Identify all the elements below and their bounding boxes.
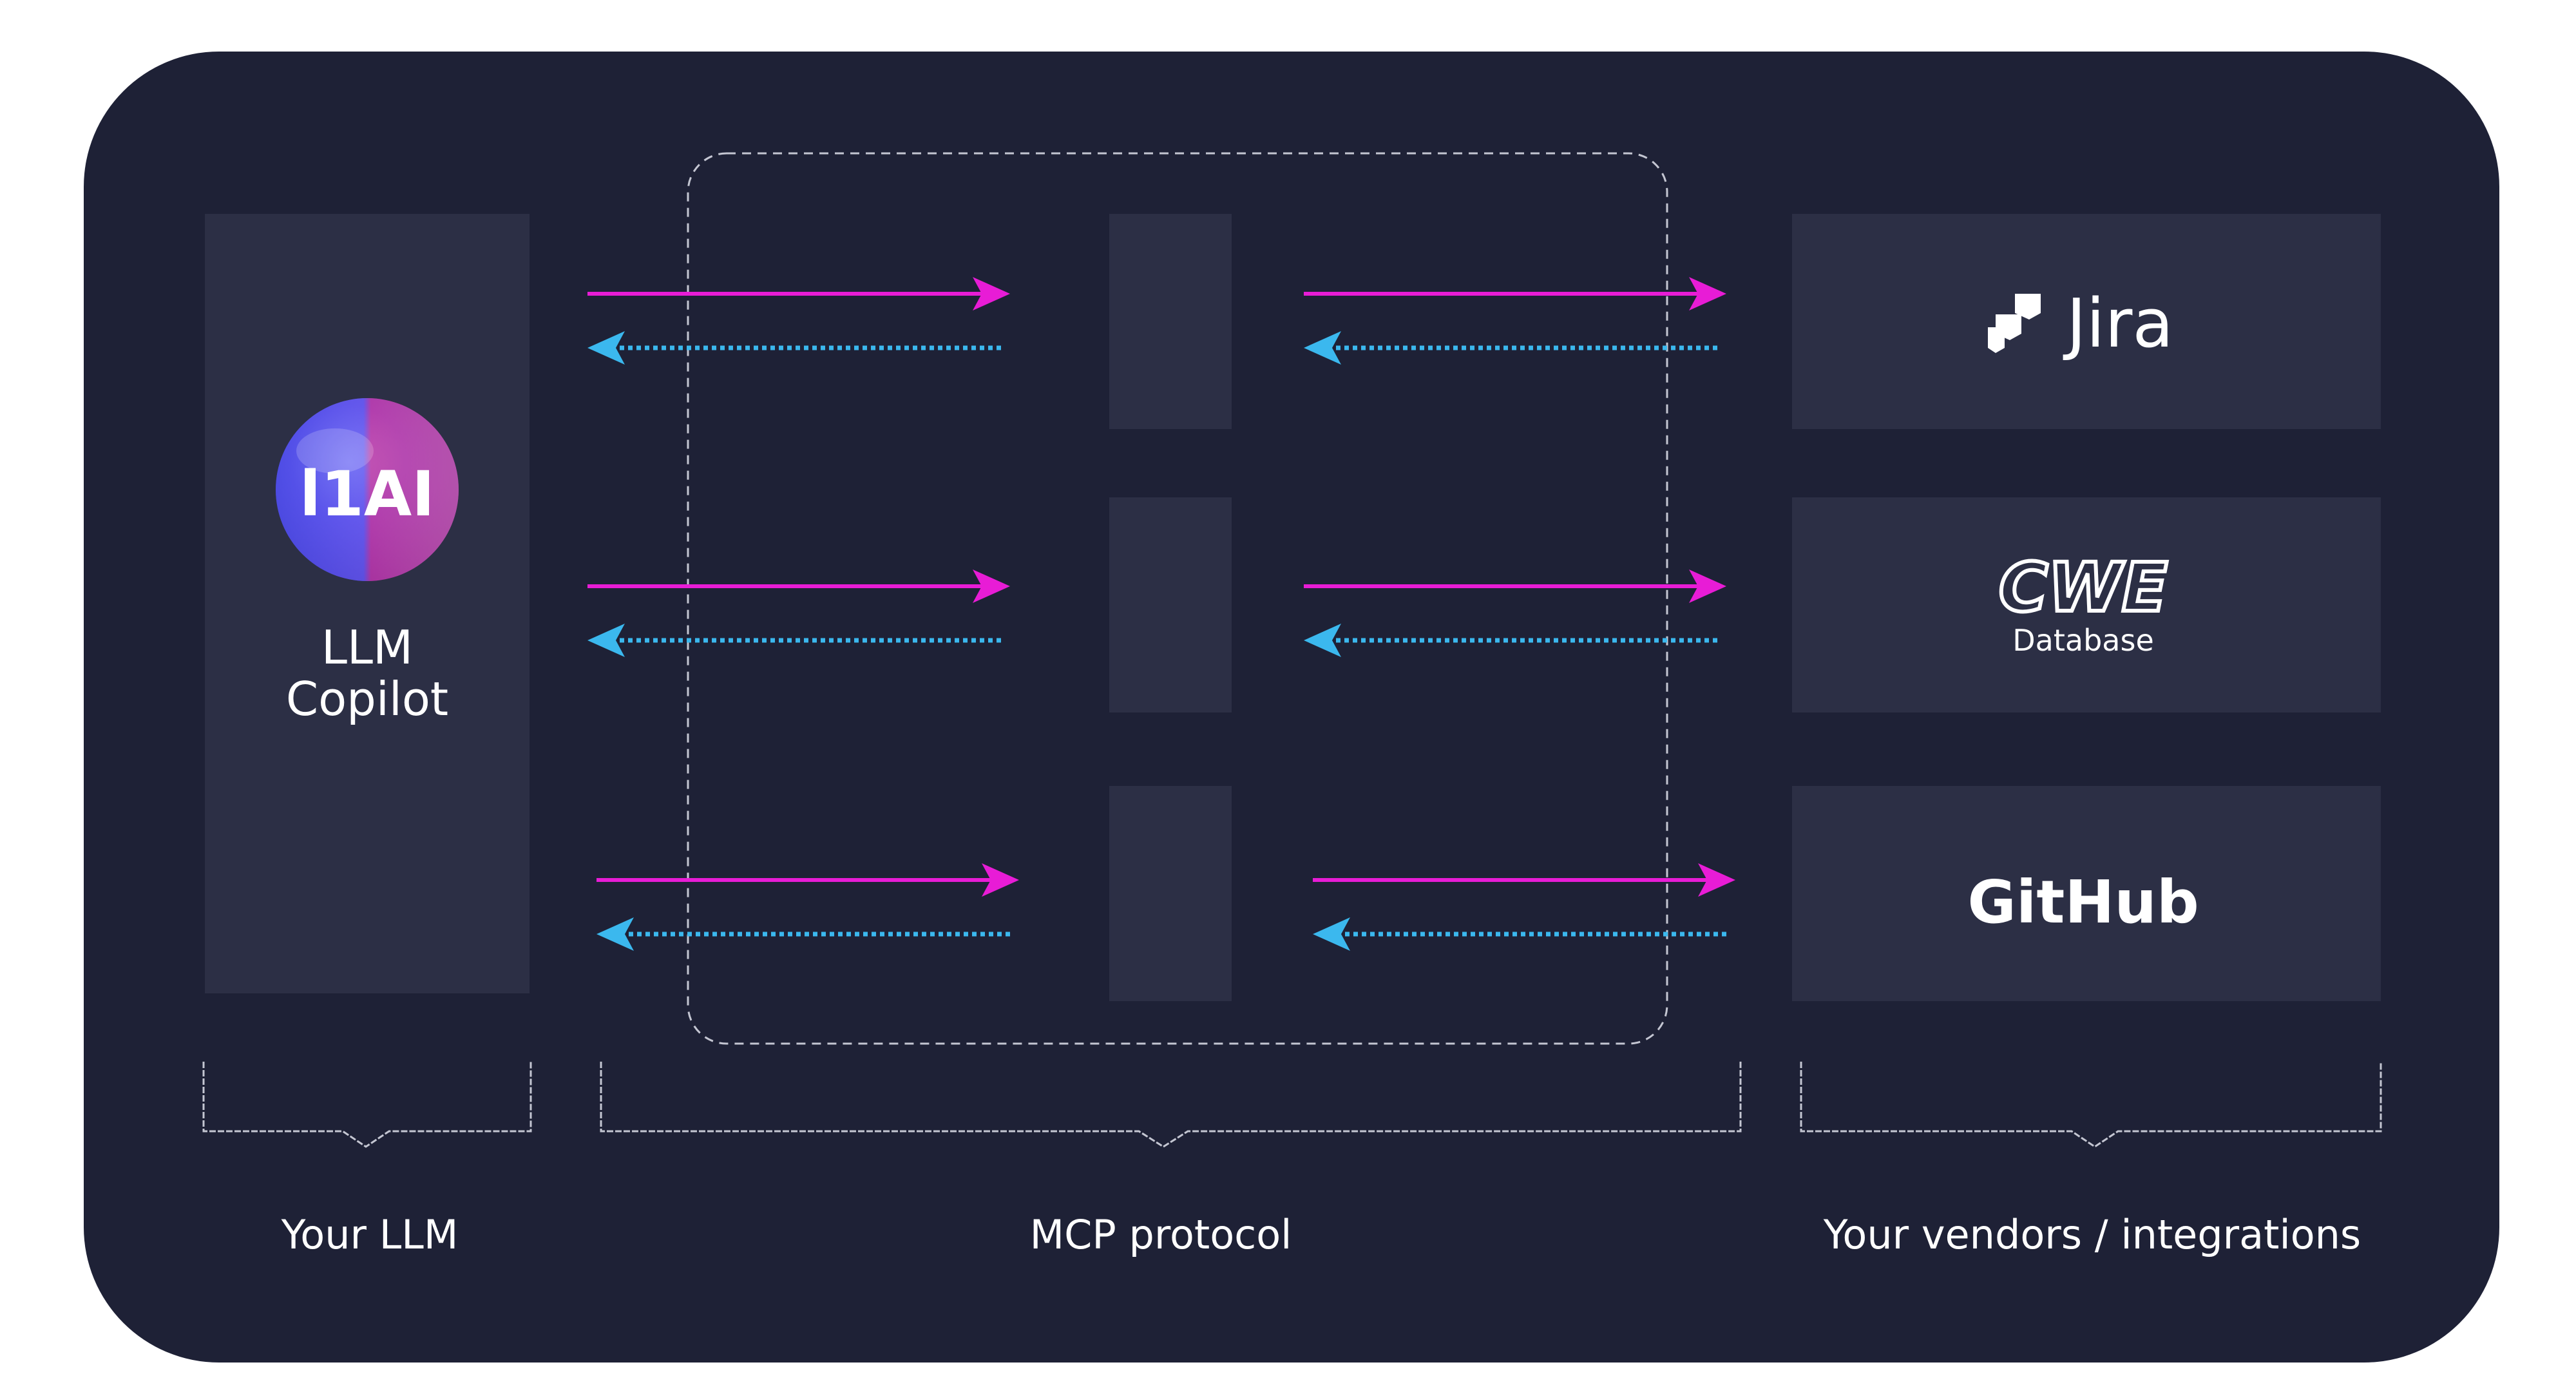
llm-to-mcp-response-arrowhead-2 (587, 624, 625, 657)
llm-to-mcp-request-arrowhead-1 (973, 277, 1010, 311)
mcp-server-block-1 (1109, 214, 1232, 429)
section-label-vendors: Your vendors / integrations (1823, 1211, 2361, 1258)
llm-to-mcp-request-arrowhead-2 (973, 569, 1010, 603)
vendor-box-cwe (1792, 497, 2381, 712)
mcp-to-vendor-response-arrowhead-1 (1304, 331, 1341, 365)
logo-text: l1AI (300, 458, 435, 530)
vendor-box-jira (1792, 214, 2381, 429)
l1ai-logo: l1AI (276, 398, 459, 581)
section-label-mcp: MCP protocol (1030, 1211, 1292, 1258)
section-label-llm: Your LLM (281, 1211, 459, 1258)
cwe-logo: CWE (1999, 548, 2168, 627)
llm-box (205, 214, 530, 993)
llm-bracket (202, 1062, 532, 1148)
vendors-bracket (1800, 1062, 2382, 1148)
jira-label: Jira (2063, 284, 2173, 363)
mcp-bracket (600, 1062, 1742, 1148)
mcp-to-vendor-request-arrowhead-1 (1689, 277, 1726, 311)
mcp-to-vendor-request-arrowhead-2 (1689, 569, 1726, 603)
mcp-server-block-2 (1109, 497, 1232, 712)
mcp-to-vendor-request-arrowhead-3 (1698, 863, 1735, 897)
llm-title-line2: Copilot (286, 672, 448, 726)
mcp-to-vendor-response-arrowhead-3 (1313, 917, 1350, 951)
cwe-database-label: Database (2012, 623, 2154, 658)
llm-to-mcp-request-arrowhead-3 (982, 863, 1019, 897)
vendor-box-github (1792, 786, 2381, 1001)
jira-logo-icon (1988, 294, 2041, 353)
llm-to-mcp-response-arrowhead-1 (587, 331, 625, 365)
llm-title-line1: LLM (321, 620, 413, 674)
mcp-dashed-frame (687, 152, 1668, 1045)
mcp-server-block-3 (1109, 786, 1232, 1001)
mcp-to-vendor-response-arrowhead-2 (1304, 624, 1341, 657)
arrow-layer (587, 277, 1735, 951)
github-label: GitHub (1967, 868, 2199, 937)
llm-to-mcp-response-arrowhead-3 (596, 917, 634, 951)
